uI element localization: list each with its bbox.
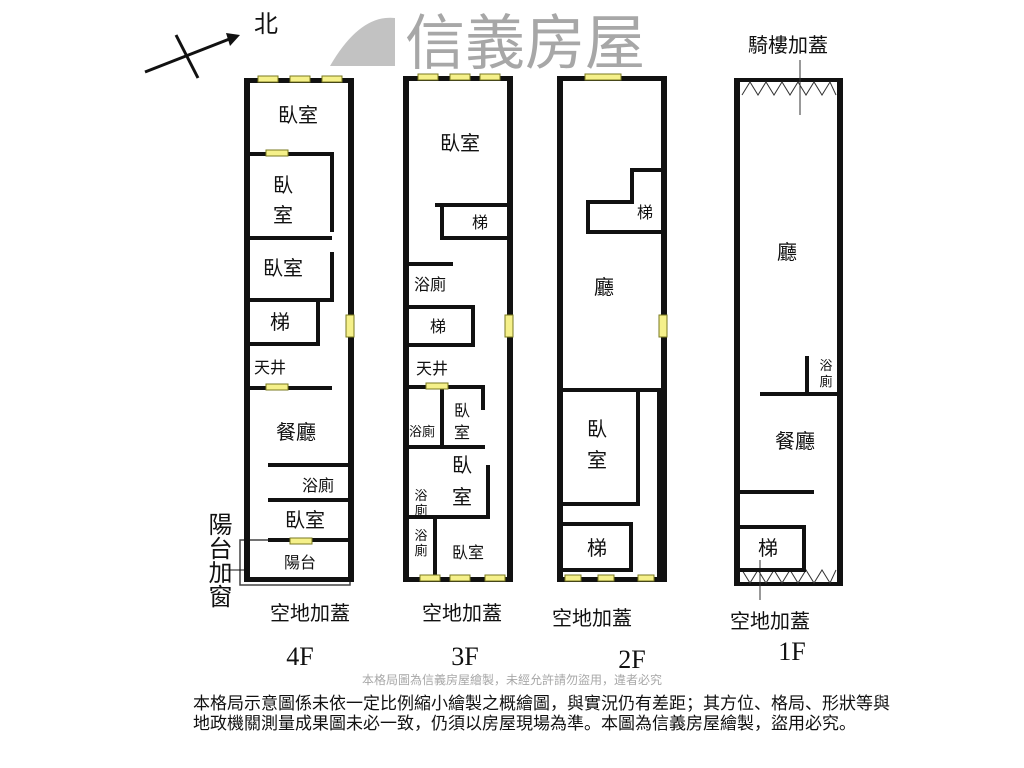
floor-label: 1F: [778, 637, 805, 666]
room-label: 室: [452, 485, 472, 509]
room-label: 廳: [594, 275, 614, 299]
watermark-logo-icon: [330, 17, 395, 66]
room-label: 陽台: [284, 553, 316, 572]
room-label: 梯: [270, 310, 290, 334]
bottom-label: 空地加蓋: [730, 609, 810, 633]
north-arrow-icon: [144, 33, 240, 79]
room-label: 梯: [587, 536, 607, 560]
room-label: 臥: [452, 453, 472, 477]
floor-label: 2F: [618, 645, 645, 674]
bottom-label: 空地加蓋: [552, 606, 632, 630]
room-label: 梯: [430, 317, 446, 336]
room-label: 臥室: [263, 256, 303, 280]
room-label: 梯: [637, 203, 653, 222]
room-label: 室: [587, 448, 607, 472]
room-label: 臥室: [278, 103, 318, 127]
watermark-brand: 信義房屋: [405, 9, 645, 79]
room-label: 臥: [273, 173, 293, 197]
room-label: 浴: [414, 529, 427, 544]
top-label: 騎樓加蓋: [748, 33, 828, 57]
room-label: 臥室: [452, 543, 484, 562]
room-label: 臥: [587, 417, 607, 441]
room-label: 餐廳: [775, 429, 815, 453]
north-label: 北: [254, 10, 278, 38]
room-label: 梯: [758, 536, 778, 560]
floor-label: 3F: [451, 642, 478, 671]
room-label: 浴廁: [302, 476, 334, 495]
bottom-label: 空地加蓋: [270, 601, 350, 625]
room-label: 室: [454, 423, 470, 442]
room-label: 臥室: [285, 508, 325, 532]
room-label: 浴廁: [414, 275, 446, 294]
room-label: 天井: [416, 359, 448, 378]
room-label: 餐廳: [276, 420, 316, 444]
floor-1f: 騎樓加蓋 廳 浴 廁 餐廳 梯 空地加蓋 1F: [730, 33, 843, 666]
room-label: 梯: [472, 213, 488, 232]
room-label: 浴: [414, 489, 427, 504]
floor-4f: 臥室 臥 室 臥室 梯 天井 餐廳 浴廁 臥室 陽台 空地加蓋 4F: [239, 75, 355, 671]
room-label: 廁: [414, 503, 427, 519]
room-label: 天井: [254, 358, 286, 377]
bottom-label: 空地加蓋: [422, 601, 502, 625]
room-label: 浴廁: [409, 424, 435, 440]
room-label: 室: [273, 203, 293, 227]
room-label: 臥室: [440, 131, 480, 155]
room-label: 廁: [414, 543, 427, 559]
watermark-notice: 本格局圖為信義房屋繪製，未經允許請勿盜用，違者必究: [362, 672, 662, 687]
watermark: 信義房屋 本格局圖為信義房屋繪製，未經允許請勿盜用，違者必究: [330, 9, 662, 687]
floor-label: 4F: [286, 642, 313, 671]
room-label: 廁: [819, 374, 832, 390]
disclaimer-text: 本格局示意圖係未依一定比例縮小繪製之概繪圖，與實況仍有差距；其方位、格局、形狀等…: [193, 694, 890, 734]
floor-3f: 臥室 梯 浴廁 梯 天井 臥 室 浴廁 臥 室 浴 廁 浴 廁 臥室 空地加蓋 …: [403, 73, 514, 671]
room-label: 廳: [777, 240, 797, 264]
room-label: 臥: [454, 401, 470, 420]
side-label: 陽台加窗: [204, 512, 232, 608]
floor-2f: 梯 廳 臥 室 梯 空地加蓋 2F: [552, 73, 668, 674]
room-label: 浴: [819, 359, 832, 374]
